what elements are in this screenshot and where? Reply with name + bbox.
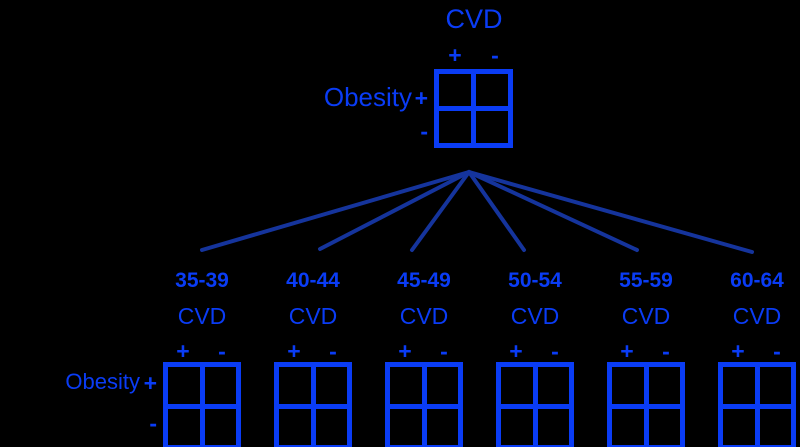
stratum-column-header-50-54: CVD — [510, 303, 560, 329]
stratum-age-label-55-59: 55-59 — [619, 269, 673, 292]
stratum-row-sign-minus: - — [149, 410, 157, 436]
stratum-age-label-50-54: 50-54 — [508, 269, 562, 292]
connector-line-6 — [467, 170, 754, 254]
connector-line-1 — [200, 170, 471, 252]
connector-line-5 — [467, 170, 639, 252]
stratum-column-sign-minus-45-49: - — [440, 338, 448, 364]
table-horizontal-divider — [612, 403, 680, 409]
stratum-contingency-table-55-59[interactable] — [607, 362, 685, 447]
table-horizontal-divider — [439, 106, 508, 111]
stratum-column-header-35-39: CVD — [177, 303, 227, 329]
stratum-column-sign-minus-55-59: - — [662, 338, 670, 364]
table-horizontal-divider — [168, 403, 236, 409]
stratum-column-sign-minus-40-44: - — [329, 338, 337, 364]
stratum-column-header-45-49: CVD — [399, 303, 449, 329]
root-row-sign-minus: - — [420, 118, 428, 144]
stratum-age-label-60-64: 60-64 — [730, 269, 784, 292]
stratum-column-sign-minus-50-54: - — [551, 338, 559, 364]
stratum-contingency-table-35-39[interactable] — [163, 362, 241, 447]
stratum-column-sign-plus-40-44: + — [287, 338, 301, 364]
connector-line-3 — [410, 170, 471, 252]
stratum-column-sign-plus-45-49: + — [398, 338, 412, 364]
root-column-sign-plus: + — [448, 42, 462, 68]
stratum-age-label-45-49: 45-49 — [397, 269, 451, 292]
stratum-row-header: Obesity — [65, 369, 140, 394]
table-horizontal-divider — [279, 403, 347, 409]
stratum-age-label-40-44: 40-44 — [286, 269, 340, 292]
stratum-column-header-40-44: CVD — [288, 303, 338, 329]
root-row-sign-plus: + — [414, 85, 428, 111]
stratum-column-sign-plus-55-59: + — [620, 338, 634, 364]
stratum-column-header-55-59: CVD — [621, 303, 671, 329]
table-horizontal-divider — [723, 403, 791, 409]
stratum-column-sign-plus-50-54: + — [509, 338, 523, 364]
stratum-contingency-table-40-44[interactable] — [274, 362, 352, 447]
root-column-sign-minus: - — [491, 42, 499, 68]
connector-line-2 — [318, 170, 471, 251]
connector-line-4 — [467, 170, 526, 252]
stratum-contingency-table-60-64[interactable] — [718, 362, 796, 447]
table-horizontal-divider — [390, 403, 458, 409]
stratum-column-sign-plus-35-39: + — [176, 338, 190, 364]
root-contingency-table[interactable] — [434, 69, 513, 148]
stratum-column-sign-minus-60-64: - — [773, 338, 781, 364]
stratum-age-label-35-39: 35-39 — [175, 269, 229, 292]
table-horizontal-divider — [501, 403, 569, 409]
stratum-contingency-table-50-54[interactable] — [496, 362, 574, 447]
stratum-column-sign-minus-35-39: - — [218, 338, 226, 364]
stratum-column-sign-plus-60-64: + — [731, 338, 745, 364]
stratum-row-sign-plus: + — [143, 370, 157, 396]
root-column-header: CVD — [445, 4, 503, 34]
stratum-column-header-60-64: CVD — [732, 303, 782, 329]
stratum-contingency-table-45-49[interactable] — [385, 362, 463, 447]
root-row-header: Obesity — [323, 82, 412, 112]
